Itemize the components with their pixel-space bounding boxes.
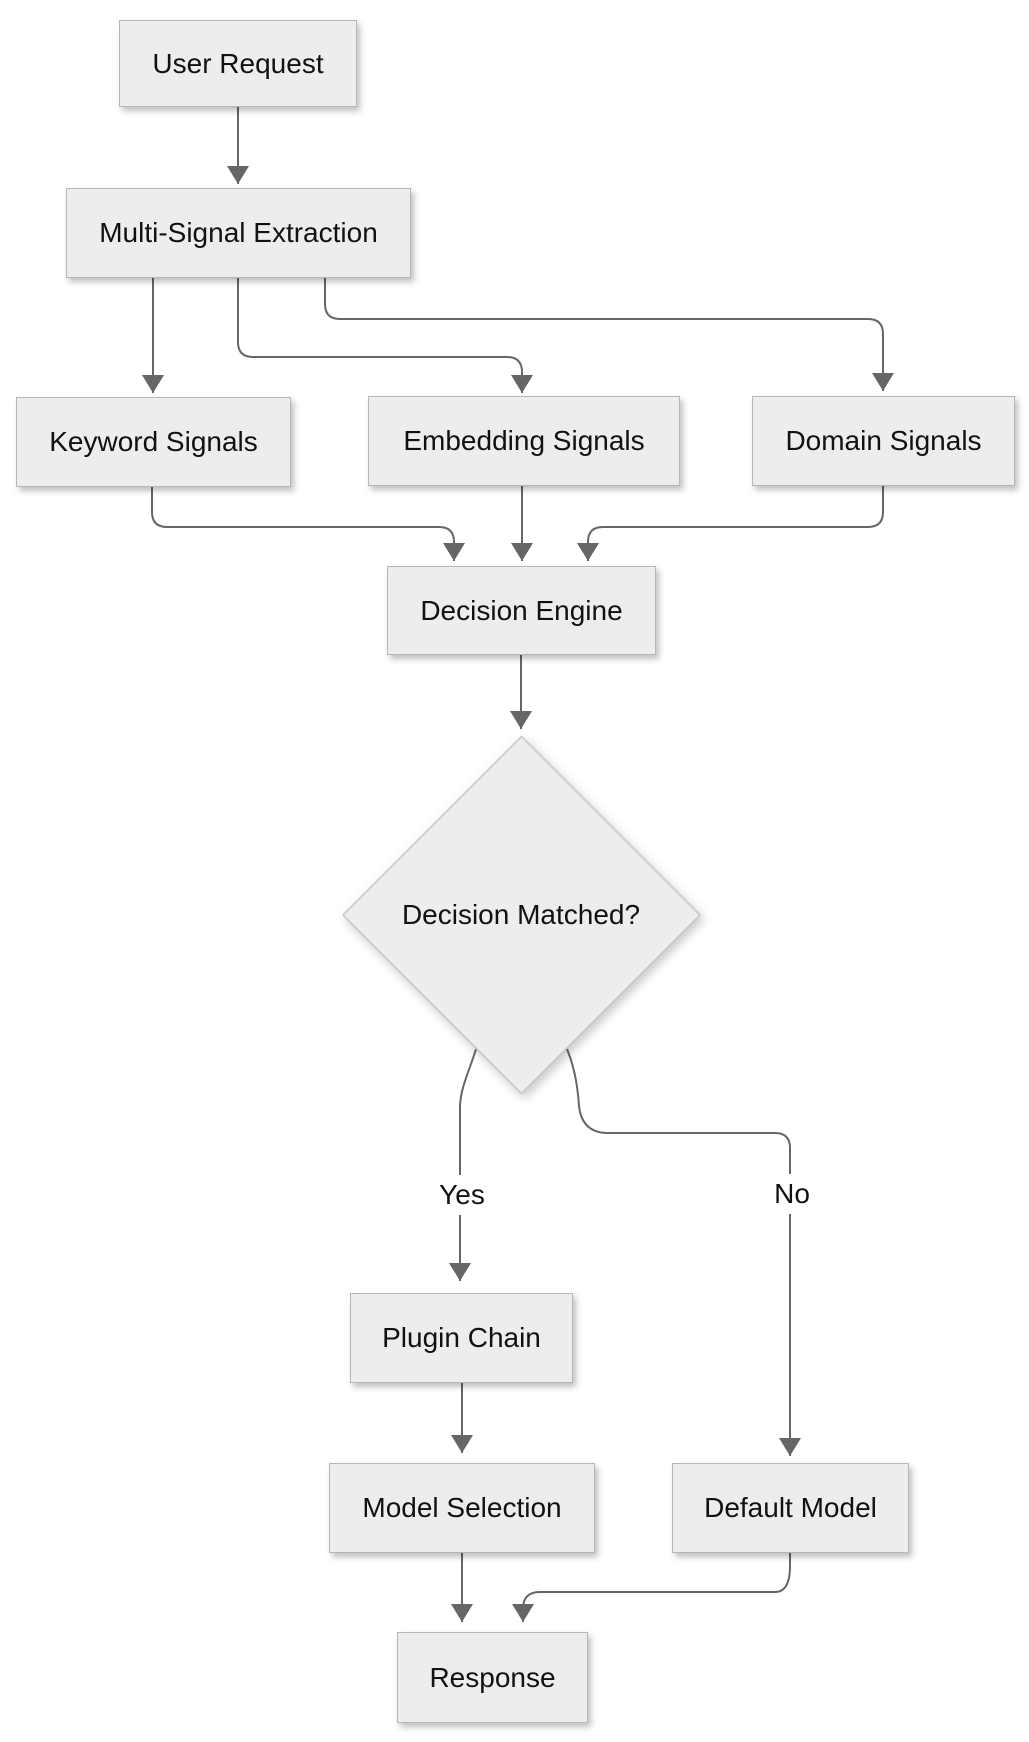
edge-multi-signal-extraction-to-embedding-signals xyxy=(237,278,533,393)
node-decision-matched-shape xyxy=(341,735,702,1095)
node-user-request: User Request xyxy=(119,20,357,107)
node-model-selection: Model Selection xyxy=(329,1463,595,1553)
node-default-model-label: Default Model xyxy=(704,1492,877,1523)
edge-multi-signal-extraction-to-domain-signals xyxy=(324,278,894,391)
node-embedding-signals: Embedding Signals xyxy=(368,396,680,486)
edge-decision-matched-yes-to-plugin-chain xyxy=(449,1048,477,1281)
edge-decision-matched-no-to-default-model xyxy=(566,1048,801,1456)
node-plugin-chain-label: Plugin Chain xyxy=(382,1322,541,1353)
node-model-selection-label: Model Selection xyxy=(362,1492,562,1523)
node-user-request-label: User Request xyxy=(152,47,324,79)
node-response: Response xyxy=(397,1632,588,1723)
node-response-label: Response xyxy=(429,1661,556,1693)
node-domain-signals: Domain Signals xyxy=(752,396,1015,486)
edge-label-yes: Yes xyxy=(429,1175,495,1215)
node-decision-engine-label: Decision Engine xyxy=(420,594,623,626)
edge-default-model-to-response xyxy=(512,1553,791,1622)
node-keyword-signals: Keyword Signals xyxy=(16,397,291,487)
edge-label-no: No xyxy=(764,1174,820,1214)
node-domain-signals-label: Domain Signals xyxy=(785,425,982,456)
node-plugin-chain: Plugin Chain xyxy=(350,1293,573,1383)
node-multi-signal-extraction-label: Multi-Signal Extraction xyxy=(99,217,378,248)
edge-domain-signals-to-decision-engine xyxy=(577,486,884,561)
node-decision-matched-label: Decision Matched? xyxy=(401,899,641,930)
node-embedding-signals-label: Embedding Signals xyxy=(403,425,645,456)
edge-keyword-signals-to-decision-engine xyxy=(151,487,465,561)
node-default-model: Default Model xyxy=(672,1463,909,1553)
node-keyword-signals-label: Keyword Signals xyxy=(49,426,258,457)
node-multi-signal-extraction: Multi-Signal Extraction xyxy=(66,188,411,278)
node-decision-engine: Decision Engine xyxy=(387,566,656,655)
